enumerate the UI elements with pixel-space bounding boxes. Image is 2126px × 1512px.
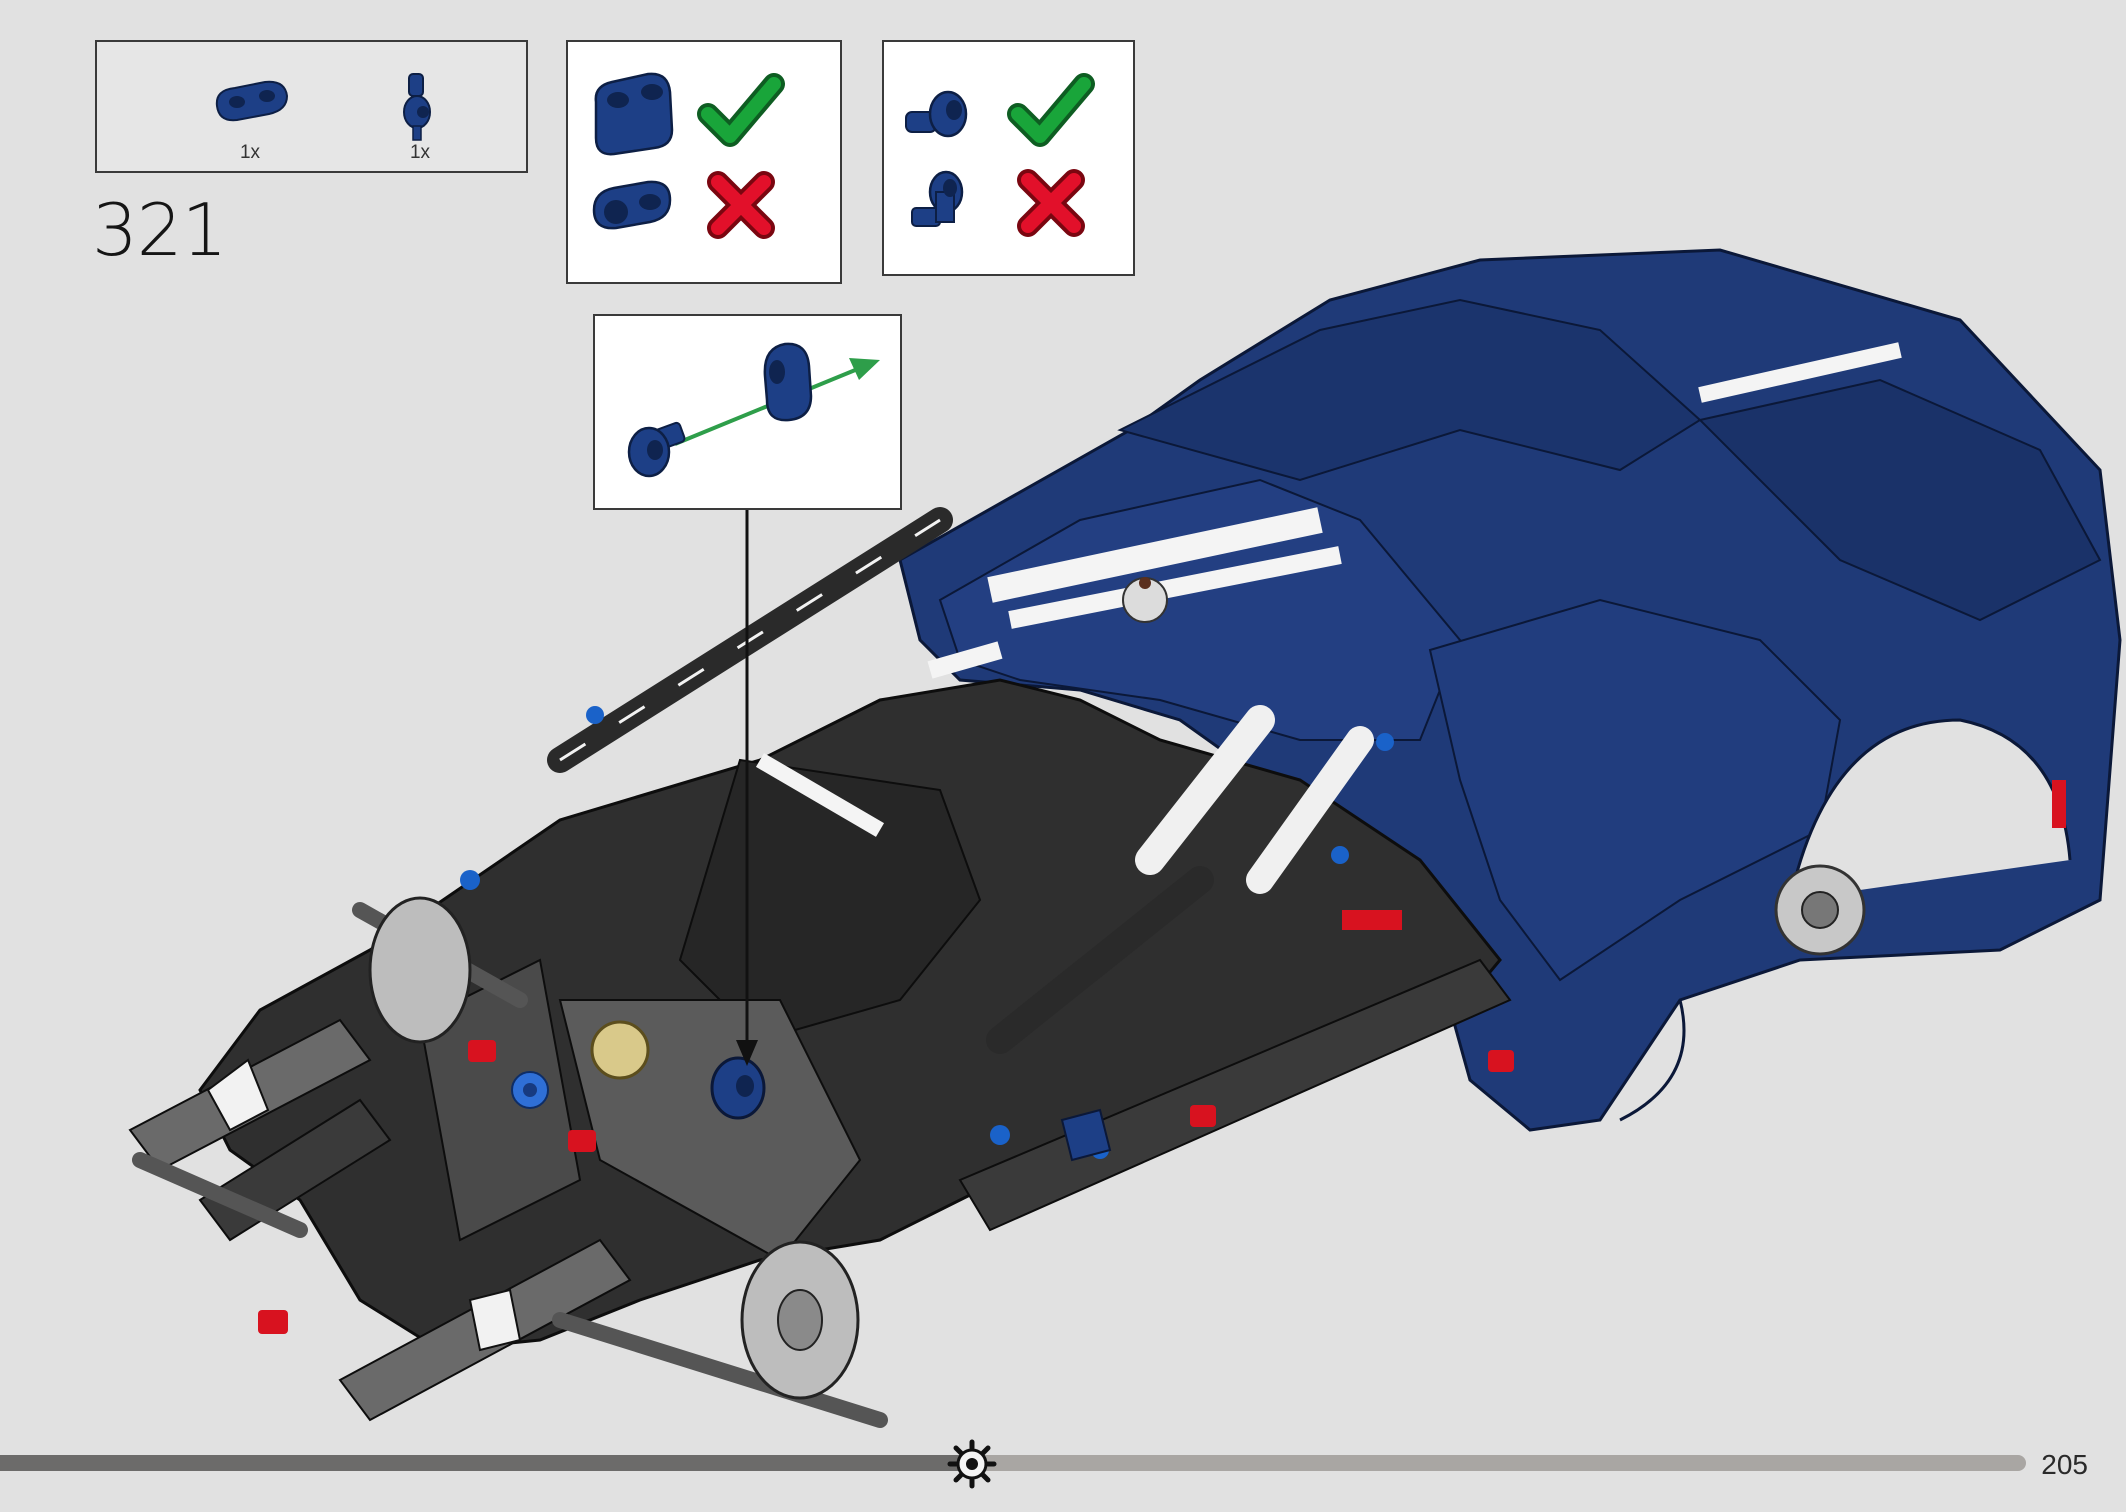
callout-pointer	[736, 510, 758, 1066]
callout-liftarm-art	[592, 72, 785, 239]
liftarm-wrong-icon	[592, 180, 672, 230]
connector-wrong-icon	[911, 170, 964, 227]
insert-arrow-head-icon	[849, 358, 880, 380]
callout-connector-art	[905, 73, 1095, 237]
cross-icon	[1017, 169, 1085, 237]
page-number: 205	[2041, 1449, 2088, 1480]
step-number: 321	[92, 188, 227, 272]
part-quantity: 1x	[409, 142, 431, 163]
parts-list-box: 1x 1x	[95, 40, 528, 173]
connector-part-icon	[403, 73, 431, 141]
orientation-callout-liftarm	[566, 40, 842, 284]
chassis-frame	[128, 507, 1514, 1428]
progress-gear-icon	[947, 1439, 997, 1489]
liftarm-part-icon	[763, 342, 813, 422]
connector-part-icon	[627, 421, 686, 478]
car-body-panels	[898, 248, 2122, 1132]
check-icon	[1011, 77, 1091, 143]
pointer-arrow-icon	[736, 1040, 758, 1066]
assembly-callout	[593, 314, 902, 510]
progress-bar	[0, 1455, 2026, 1471]
assembly-callout-art	[627, 342, 880, 478]
liftarm-part-icon	[215, 80, 289, 122]
connector-correct-icon	[905, 90, 968, 138]
part-liftarm: 1x	[195, 60, 305, 170]
liftarm-correct-icon	[594, 72, 674, 156]
progress-fill	[0, 1455, 973, 1471]
part-quantity: 1x	[239, 142, 261, 163]
cross-icon	[707, 171, 775, 239]
orientation-callout-connector	[882, 40, 1135, 276]
part-connector: 1x	[365, 60, 475, 170]
